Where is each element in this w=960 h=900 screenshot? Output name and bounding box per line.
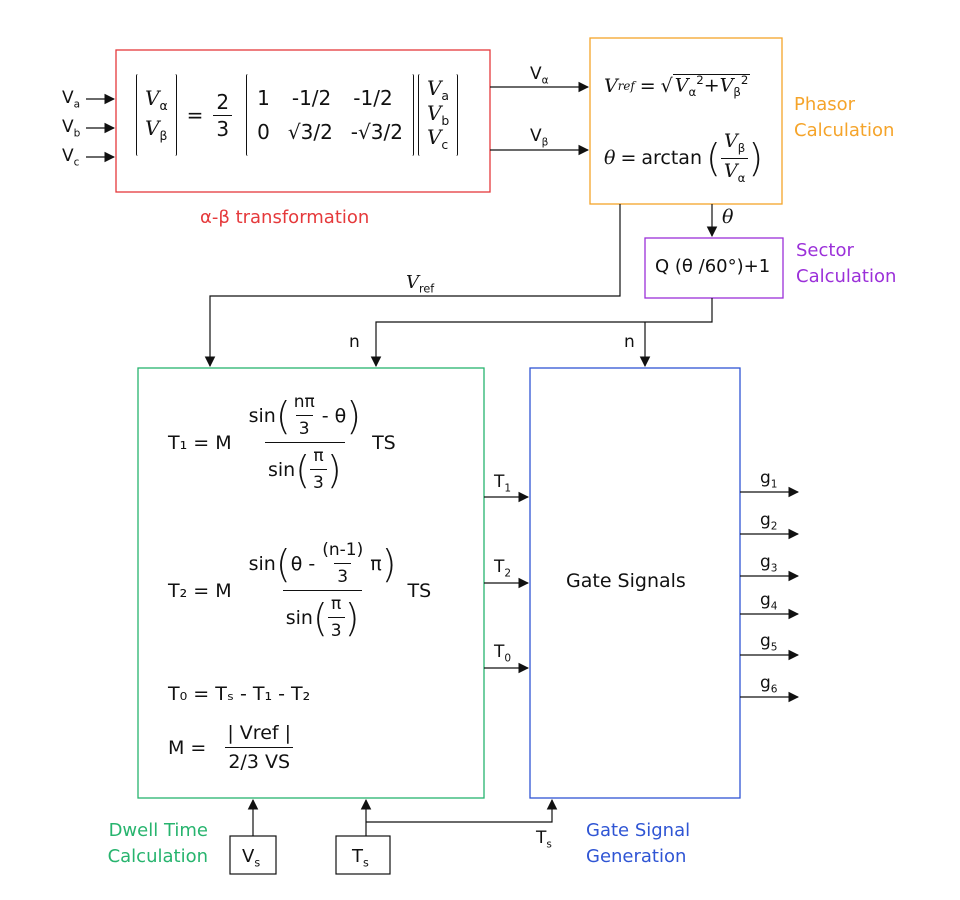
ts-arrow-gate bbox=[366, 798, 558, 823]
phasor-box bbox=[589, 37, 783, 205]
ts-source: Ts bbox=[352, 846, 369, 870]
n-arrow-dwell bbox=[370, 298, 713, 368]
g5-label: g5 bbox=[760, 631, 778, 654]
vbeta-label: Vβ bbox=[530, 126, 549, 149]
vb-label: Vb bbox=[62, 117, 81, 140]
equals-sign: = bbox=[186, 103, 204, 127]
g3-label: g3 bbox=[760, 552, 778, 575]
ts-box bbox=[335, 835, 391, 875]
two-thirds: 2 3 bbox=[213, 92, 233, 139]
m-equation: M = | Vref | 2/3 VS bbox=[168, 722, 294, 773]
gate-title: Gate Signals bbox=[566, 570, 686, 592]
vref-label: Vref bbox=[406, 272, 435, 296]
rhs-vector: Va Vb Vc bbox=[417, 74, 459, 156]
transform-matrix: 1 -1/2 -1/2 0 √3/2 -√3/2 bbox=[246, 74, 414, 156]
t0-equation: T₀ = Tₛ - T₁ - T₂ bbox=[168, 683, 311, 705]
t2-label: T2 bbox=[494, 557, 512, 580]
sector-box bbox=[644, 237, 784, 299]
g1-label: g1 bbox=[760, 468, 778, 491]
n-label-gate: n bbox=[624, 332, 635, 352]
vc-label: Vc bbox=[62, 146, 80, 169]
ts-gate-label: Ts bbox=[536, 828, 552, 851]
lhs-vector: Vα Vβ bbox=[136, 74, 177, 156]
t0-label: T0 bbox=[494, 642, 512, 665]
valpha-label: Vα bbox=[530, 64, 549, 87]
vref-arrow bbox=[204, 204, 621, 368]
g2-label: g2 bbox=[760, 510, 778, 533]
va-label: Va bbox=[62, 88, 81, 111]
theta-label: θ bbox=[722, 206, 734, 228]
g4-label: g4 bbox=[760, 590, 778, 613]
vs-source: Vs bbox=[242, 846, 261, 870]
alpha-beta-box bbox=[115, 49, 491, 193]
t1-label: T1 bbox=[494, 472, 512, 495]
alpha-beta-equation: Vα Vβ = 2 3 1 -1/2 -1/2 0 √3/2 -√3/2 Va … bbox=[136, 74, 459, 156]
n-label-dwell: n bbox=[349, 332, 360, 352]
alpha-beta-caption: α-β transformation bbox=[200, 207, 370, 228]
gate-box bbox=[529, 367, 741, 799]
sector-formula: Q (θ /60°)+1 bbox=[655, 256, 771, 277]
g6-label: g6 bbox=[760, 673, 778, 696]
